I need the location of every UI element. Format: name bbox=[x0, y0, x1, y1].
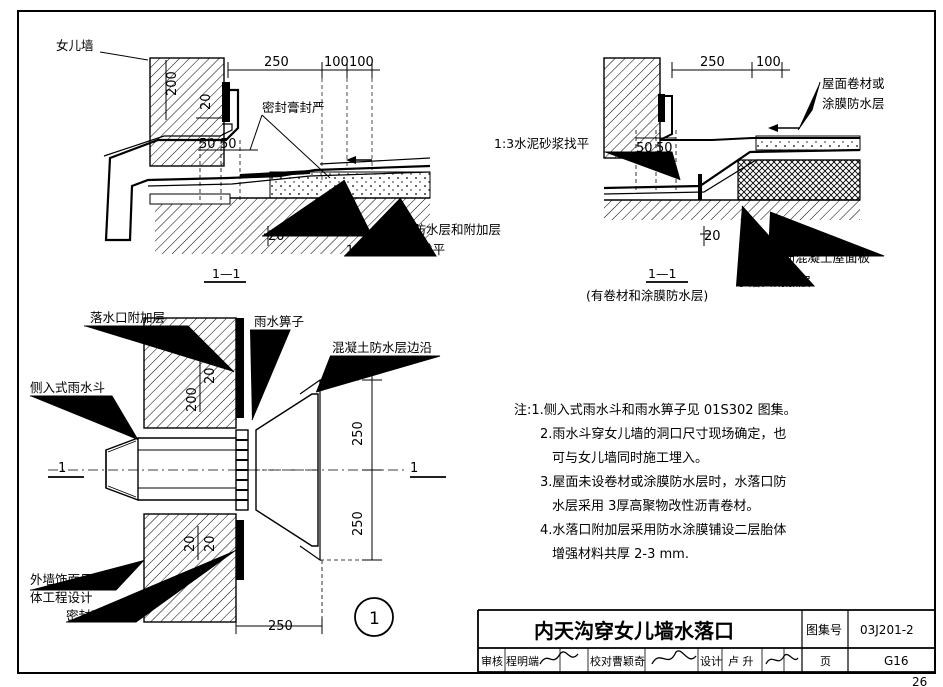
atlas-label: 图集号 bbox=[806, 622, 842, 637]
cut-mark-left: 1 bbox=[58, 461, 66, 476]
dim-250-right: 250 bbox=[700, 55, 725, 70]
cut-mark-right: 1 bbox=[410, 461, 418, 476]
label-section-2-sub: (有卷材和涂膜防水层) bbox=[586, 288, 708, 303]
note-line-5: 水层采用 3厚高聚物改性沥青卷材。 bbox=[552, 498, 759, 514]
dim-200-plan: 200 bbox=[185, 387, 200, 412]
reviewer-signature bbox=[539, 651, 579, 665]
dim-20-b: 20 bbox=[268, 229, 285, 244]
page-number: G16 bbox=[884, 654, 909, 668]
label-exterior-finish-1: 外墙饰面见个 bbox=[30, 572, 106, 587]
note-line-4: 3.屋面未设卷材或涂膜防水层时，水落口防 bbox=[540, 474, 786, 490]
page-label: 页 bbox=[820, 655, 831, 668]
dim-50-a: 50 bbox=[199, 137, 216, 152]
dim-20-plan-a: 20 bbox=[203, 367, 218, 384]
dim-20-plan-b: 20 bbox=[183, 535, 198, 552]
label-section-2: 1—1 bbox=[648, 266, 676, 281]
dim-20-left: 20 bbox=[199, 93, 214, 110]
sheet-number: 26 bbox=[912, 675, 927, 687]
label-sealant-1: 密封膏封严 bbox=[262, 100, 325, 115]
label-sealant-2: 密封膏封严 bbox=[66, 608, 129, 623]
check-label: 校对 bbox=[590, 654, 612, 668]
dim-200-left: 200 bbox=[165, 71, 180, 96]
dim-250-bottom: 250 bbox=[268, 619, 293, 634]
label-section-1: 1—1 bbox=[212, 266, 240, 281]
dim-250-left: 250 bbox=[264, 55, 289, 70]
dim-50-c: 50 bbox=[636, 141, 653, 156]
label-outlet-extra-layer-2: 落水口附加层 bbox=[90, 310, 165, 325]
label-coating-layer: 涂膜防水层 bbox=[822, 96, 885, 111]
label-exterior-finish-2: 体工程设计 bbox=[30, 590, 93, 605]
dim-100-a: 100 bbox=[324, 55, 349, 70]
review-label: 审核 bbox=[481, 654, 503, 668]
sheet-border bbox=[17, 10, 936, 674]
checker-signature bbox=[651, 650, 697, 665]
detail-plan bbox=[30, 317, 446, 637]
detail-number-circle bbox=[354, 597, 394, 637]
design-label: 设计 bbox=[700, 655, 722, 668]
dim-50-d: 50 bbox=[656, 141, 673, 156]
label-waterproof-layer: 水落口防水层和附加层 bbox=[376, 222, 501, 237]
label-screed-1: 1:3 水泥砂浆找平 bbox=[346, 242, 445, 257]
atlas-number: 03J201-2 bbox=[860, 623, 914, 637]
label-grate: 雨水箅子 bbox=[254, 314, 304, 329]
label-rc-roof-slab: 钢筋混凝土屋面板 bbox=[770, 250, 871, 265]
drawing-title: 内天沟穿女儿墙水落口 bbox=[534, 619, 734, 643]
detail-number: 1 bbox=[369, 609, 380, 629]
designer-name: 卢 升 bbox=[728, 655, 754, 668]
section-left bbox=[99, 51, 437, 283]
checker-name: 曹颖奇 bbox=[612, 655, 645, 668]
label-concrete-edge: 混凝土防水层边沿 bbox=[332, 340, 432, 355]
dim-250-plan-b: 250 bbox=[351, 511, 366, 536]
section-right bbox=[603, 57, 885, 287]
label-outlet-extra-layer: 水落口附加层 bbox=[736, 274, 811, 289]
dim-250-plan-a: 250 bbox=[351, 421, 366, 446]
dim-100-right: 100 bbox=[756, 55, 781, 70]
dim-50-b: 50 bbox=[220, 137, 237, 152]
label-parapet: 女儿墙 bbox=[56, 38, 94, 53]
title-block bbox=[477, 609, 935, 673]
note-line-1: 注:1.侧入式雨水斗和雨水箅子见 01S302 图集。 bbox=[514, 402, 797, 418]
dim-20-c: 20 bbox=[704, 229, 721, 244]
note-line-2: 2.雨水斗穿女儿墙的洞口尺寸现场确定，也 bbox=[540, 426, 786, 442]
label-screed-2: 1:3水泥砂浆找平 bbox=[494, 136, 589, 151]
label-side-hopper: 侧入式雨水斗 bbox=[30, 380, 105, 395]
note-line-6: 4.水落口附加层采用防水涂膜铺设二层胎体 bbox=[540, 522, 786, 538]
note-line-7: 增强材料共厚 2-3 mm. bbox=[552, 547, 689, 562]
dim-20-plan-c: 20 bbox=[203, 535, 218, 552]
notes: 注:1.侧入式雨水斗和雨水箅子见 01S302 图集。 2.雨水斗穿女儿墙的洞口… bbox=[514, 402, 797, 562]
label-roll-material: 屋面卷材或 bbox=[822, 76, 885, 91]
note-line-3: 可与女儿墙同时施工埋入。 bbox=[552, 450, 708, 466]
reviewer-name: 程明端 bbox=[506, 655, 539, 668]
dim-100-b: 100 bbox=[349, 55, 374, 70]
designer-signature bbox=[765, 654, 799, 665]
